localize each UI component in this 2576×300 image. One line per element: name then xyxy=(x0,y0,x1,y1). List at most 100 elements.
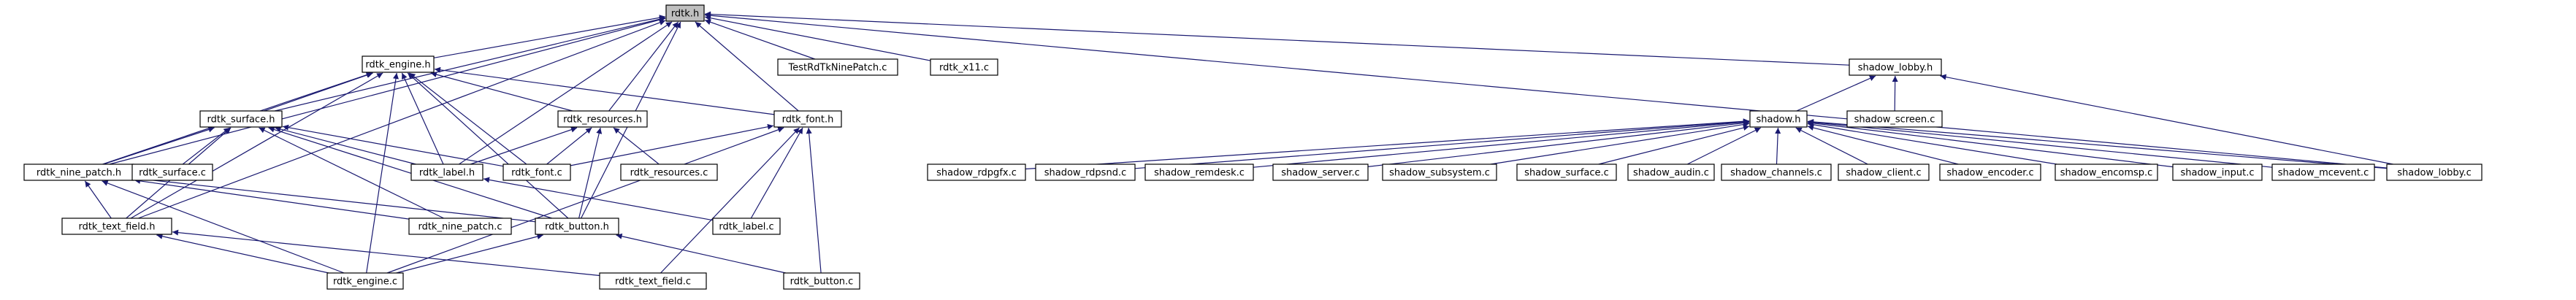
edge-rdtk_label_c-to-rdtk_font_h xyxy=(750,127,803,219)
node-rdtk_font_c[interactable]: rdtk_font.c xyxy=(502,164,571,181)
node-box xyxy=(199,110,283,128)
node-box xyxy=(1939,164,2041,181)
node-shadow_surface_c[interactable]: shadow_surface.c xyxy=(1516,164,1617,181)
node-rdtk_label_h[interactable]: rdtk_label.h xyxy=(410,164,484,181)
node-rdtk_surface_h[interactable]: rdtk_surface.h xyxy=(199,110,283,128)
node-label: rdtk_nine_patch.c xyxy=(418,222,502,233)
node-label: shadow_encomsp.c xyxy=(2060,168,2153,179)
node-box xyxy=(1516,164,1617,181)
node-rdtk_nine_patch_c[interactable]: rdtk_nine_patch.c xyxy=(408,218,512,235)
node-box xyxy=(1749,110,1808,128)
node-rdtk_font_h[interactable]: rdtk_font.h xyxy=(773,110,842,128)
node-shadow_remdesk_c[interactable]: shadow_remdesk.c xyxy=(1144,164,1254,181)
node-shadow_encomsp_c[interactable]: shadow_encomsp.c xyxy=(2055,164,2158,181)
node-label: rdtk_surface.h xyxy=(207,115,275,126)
node-label: rdtk_button.h xyxy=(545,222,609,233)
node-rdtk_surface_c[interactable]: rdtk_surface.c xyxy=(131,164,213,181)
node-shadow_lobby_h[interactable]: shadow_lobby.h xyxy=(1849,58,1942,76)
node-shadow_subsystem_c[interactable]: shadow_subsystem.c xyxy=(1382,164,1497,181)
node-shadow_client_c[interactable]: shadow_client.c xyxy=(1838,164,1930,181)
node-box xyxy=(1846,110,1943,128)
edge-rdtk_text_field_h-to-rdtk_h xyxy=(138,20,666,219)
node-box xyxy=(1721,164,1832,181)
node-box xyxy=(620,164,718,181)
edge-rdtk_engine_h-to-rdtk_h xyxy=(433,15,666,58)
node-shadow_server_c[interactable]: shadow_server.c xyxy=(1272,164,1369,181)
edge-shadow_channels_c-to-shadow_h xyxy=(1775,127,1781,165)
node-shadow_screen_c[interactable]: shadow_screen.c xyxy=(1846,110,1943,128)
node-shadow_audin_c[interactable]: shadow_audin.c xyxy=(1627,164,1715,181)
edge-shadow_encoder_c-to-shadow_h xyxy=(1807,125,1959,165)
edge-rdtk_button_h-to-rdtk_nine_patch_h xyxy=(134,176,536,223)
node-box xyxy=(1272,164,1369,181)
node-rdtk_text_field_c[interactable]: rdtk_text_field.c xyxy=(599,272,707,290)
node-rdtk_nine_patch_h[interactable]: rdtk_nine_patch.h xyxy=(23,164,134,181)
node-label: shadow.h xyxy=(1757,115,1801,126)
edge-shadow_remdesk_c-to-shadow_h xyxy=(1253,119,1750,168)
edge-rdtk_engine_c-to-rdtk_button_h xyxy=(396,234,543,274)
edge-rdtk_text_field_c-to-rdtk_text_field_h xyxy=(172,229,600,277)
edge-rdtk_engine_c-to-rdtk_text_field_h xyxy=(156,233,329,274)
edge-shadow_mcevent_c-to-shadow_h xyxy=(1807,119,2273,168)
node-rdtk_button_h[interactable]: rdtk_button.h xyxy=(535,218,619,235)
node-label: shadow_rdpgfx.c xyxy=(936,168,1017,179)
edge-shadow_input_c-to-shadow_h xyxy=(1807,120,2174,168)
edge-rdtk_surface_h-to-rdtk_h xyxy=(274,16,666,112)
node-label: shadow_mcevent.c xyxy=(2278,168,2369,179)
node-rdtk_x11_c[interactable]: rdtk_x11.c xyxy=(930,58,998,76)
node-rdtk_h[interactable]: rdtk.h xyxy=(665,4,705,22)
node-rdtk_engine_c[interactable]: rdtk_engine.c xyxy=(326,272,404,290)
node-box xyxy=(1627,164,1715,181)
node-rdtk_resources_h[interactable]: rdtk_resources.h xyxy=(557,110,648,128)
node-shadow_channels_c[interactable]: shadow_channels.c xyxy=(1721,164,1832,181)
edge-rdtk_button_c-to-rdtk_button_h xyxy=(616,233,787,274)
node-label: rdtk_nine_patch.h xyxy=(37,168,121,179)
node-rdtk_engine_h[interactable]: rdtk_engine.h xyxy=(362,55,435,73)
node-label: rdtk_label.c xyxy=(719,222,773,233)
edge-rdtk_button_h-to-rdtk_resources_h xyxy=(578,127,603,219)
node-shadow_input_c[interactable]: shadow_input.c xyxy=(2172,164,2263,181)
node-label: rdtk_resources.c xyxy=(630,168,708,179)
edge-layer xyxy=(84,11,2393,277)
node-label: rdtk_engine.c xyxy=(333,277,397,288)
node-box xyxy=(712,218,781,235)
node-box xyxy=(410,164,484,181)
edge-rdtk_font_c-to-rdtk_surface_h xyxy=(282,124,504,167)
node-rdtk_label_c[interactable]: rdtk_label.c xyxy=(712,218,781,235)
node-shadow_rdpsnd_c[interactable]: shadow_rdpsnd.c xyxy=(1035,164,1136,181)
node-label: shadow_screen.c xyxy=(1854,115,1935,126)
node-box xyxy=(927,164,1026,181)
node-shadow_lobby_c[interactable]: shadow_lobby.c xyxy=(2386,164,2483,181)
node-rdtk_text_field_h[interactable]: rdtk_text_field.h xyxy=(61,218,172,235)
edge-shadow_server_c-to-shadow_h xyxy=(1367,120,1750,167)
node-label: rdtk_text_field.h xyxy=(78,222,155,233)
node-label: shadow_encoder.c xyxy=(1946,168,2033,179)
node-box xyxy=(1144,164,1254,181)
node-label: rdtk_resources.h xyxy=(563,115,642,126)
node-label: TestRdTkNinePatch.c xyxy=(788,63,887,74)
edge-shadow_rdpsnd_c-to-shadow_h xyxy=(1134,118,1750,169)
edge-rdtk_resources_h-to-rdtk_h xyxy=(608,21,679,112)
edge-rdtk_font_h-to-rdtk_engine_h xyxy=(434,66,775,115)
node-label: shadow_server.c xyxy=(1281,168,1360,179)
node-testrdtk_c[interactable]: TestRdTkNinePatch.c xyxy=(777,58,898,76)
node-label: shadow_surface.c xyxy=(1524,168,1609,179)
node-rdtk_button_c[interactable]: rdtk_button.c xyxy=(783,272,860,290)
node-box xyxy=(326,272,404,290)
node-shadow_h[interactable]: shadow.h xyxy=(1749,110,1808,128)
node-rdtk_resources_c[interactable]: rdtk_resources.c xyxy=(620,164,718,181)
edge-rdtk_text_field_h-to-rdtk_nine_patch_h xyxy=(84,180,112,219)
node-label: shadow_input.c xyxy=(2180,168,2254,179)
node-shadow_encoder_c[interactable]: shadow_encoder.c xyxy=(1939,164,2041,181)
node-box xyxy=(362,55,435,73)
node-box xyxy=(502,164,571,181)
node-shadow_rdpgfx_c[interactable]: shadow_rdpgfx.c xyxy=(927,164,1026,181)
node-label: shadow_rdpsnd.c xyxy=(1044,168,1126,179)
node-layer: rdtk.h rdtk_engine.h TestRdTkNinePatch.c rd… xyxy=(23,4,2483,290)
edge-rdtk_label_h-to-rdtk_surface_h xyxy=(275,126,416,165)
node-label: rdtk.h xyxy=(671,9,699,20)
node-label: rdtk_label.h xyxy=(419,168,475,179)
node-shadow_mcevent_c[interactable]: shadow_mcevent.c xyxy=(2271,164,2375,181)
node-box xyxy=(773,110,842,128)
